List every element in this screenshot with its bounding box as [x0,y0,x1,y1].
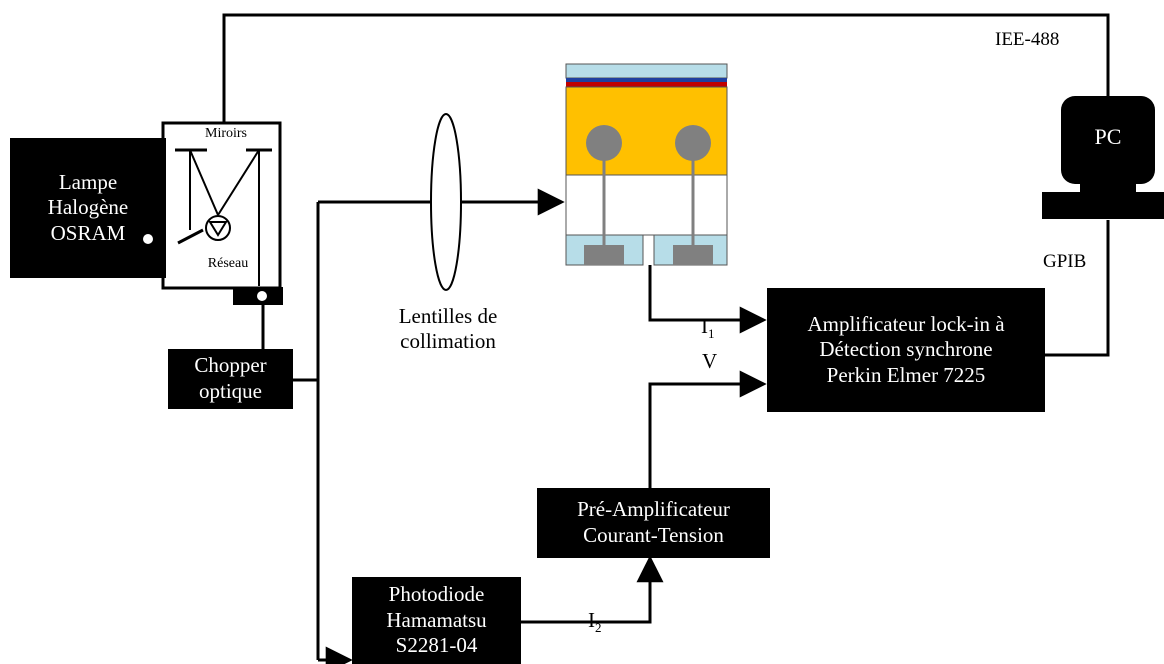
i1-signal-arrow [648,265,767,334]
lockin-block: Amplificateur lock-in à Détection synchr… [767,288,1045,412]
i2-signal-label: I2 [588,583,602,636]
v-signal-arrow [648,370,767,488]
photodiode-block: Photodiode Hamamatsu S2281-04 [352,577,521,664]
grating-triangle [208,221,228,237]
grating-label: Réseau [207,256,249,271]
monochromator-port-dot [257,291,267,301]
i1-signal-label: I1 [701,289,715,342]
sample-device [565,63,728,266]
pc-label: PC [1094,124,1122,149]
i2-subscript: 2 [595,620,602,636]
pc-monitor-icon [1042,96,1164,219]
gpib-label: GPIB [1043,251,1087,272]
lamp-label: Lampe Halogène OSRAM [47,169,129,245]
chopper-label: Chopper optique [194,353,267,403]
photodiode-label: Photodiode Hamamatsu S2281-04 [386,582,487,658]
i2-letter: I [588,608,595,633]
gpib-bus-line [1045,220,1110,357]
lamp-output-dot [143,234,153,244]
i1-subscript: 1 [708,326,715,342]
iee488-label: IEE-488 [995,29,1060,50]
v-signal-label: V [702,349,718,373]
i1-letter: I [701,314,708,339]
i2-signal-arrow [520,555,664,624]
preamp-label: Pré-Amplificateur Courant-Tension [577,497,730,547]
preamp-block: Pré-Amplificateur Courant-Tension [537,488,770,558]
entry-mirror [177,228,204,245]
collimation-lens-icon [430,113,462,291]
lens-label: Lentilles de collimation [398,304,498,354]
lockin-label: Amplificateur lock-in à Détection synchr… [807,311,1005,387]
lamp-block: Lampe Halogène OSRAM [10,138,166,278]
mirrors-label: Miroirs [205,126,247,141]
chopper-block: Chopper optique [168,349,293,409]
iee488-bus-line [222,13,1110,123]
